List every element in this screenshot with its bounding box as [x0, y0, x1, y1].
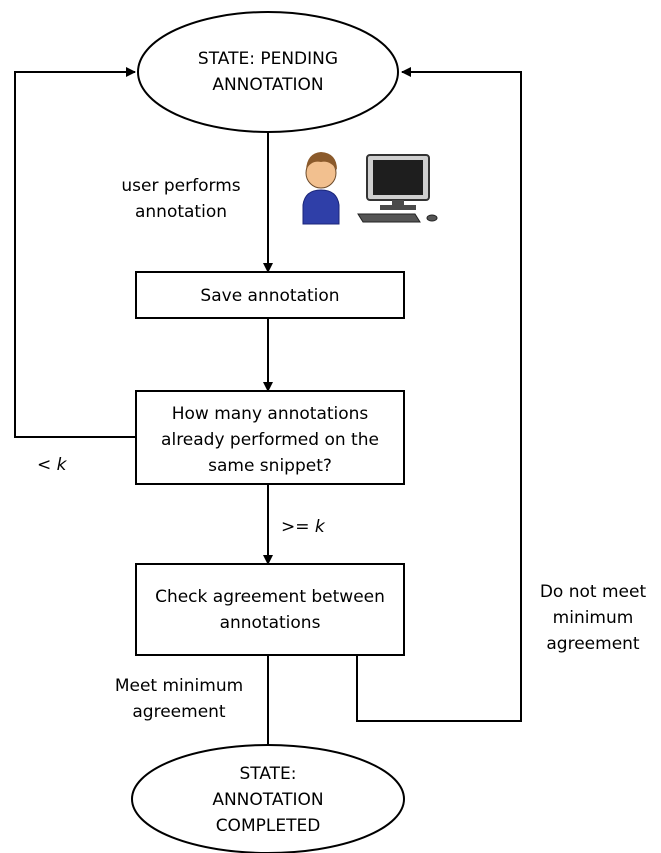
- edge-not-meet-loop: [356, 67, 522, 722]
- node-count-check: How many annotations already performed o…: [135, 390, 405, 485]
- node-state-pending-line-1: STATE: PENDING: [198, 49, 338, 69]
- node-count-check-line-3: same snippet?: [208, 456, 332, 476]
- node-state-completed-line-3: COMPLETED: [216, 816, 321, 836]
- edge-label-not-meet-line-2: minimum: [553, 608, 634, 628]
- node-count-check-line-2: already performed on the: [161, 430, 379, 450]
- edge-label-user-performs-line-1: user performs: [121, 176, 240, 196]
- edge-label-meet-min-line-1: Meet minimum: [115, 676, 243, 696]
- node-save-annotation: Save annotation: [135, 271, 405, 319]
- node-state-completed-line-1: STATE:: [239, 764, 296, 784]
- node-state-pending: STATE: PENDING ANNOTATION: [137, 11, 399, 133]
- edge-label-not-meet-line-1: Do not meet: [540, 582, 647, 602]
- computer-icon: [357, 154, 438, 223]
- edge-label-user-performs-line-2: annotation: [135, 202, 227, 222]
- node-state-pending-line-2: ANNOTATION: [212, 75, 323, 95]
- edge-label-greater-eq-k: >= k: [281, 517, 326, 537]
- node-count-check-line-1: How many annotations: [172, 404, 369, 424]
- node-save-annotation-label: Save annotation: [200, 286, 339, 306]
- edge-less-than-k-loop: [14, 67, 136, 438]
- node-check-agreement: Check agreement between annotations: [135, 563, 405, 656]
- node-state-completed-line-2: ANNOTATION: [212, 790, 323, 810]
- edge-label-less-than-k: < k: [37, 455, 68, 475]
- edge-label-not-meet-line-3: agreement: [546, 634, 640, 654]
- node-check-agreement-line-1: Check agreement between: [155, 587, 385, 607]
- edge-label-meet-min-line-2: agreement: [132, 702, 226, 722]
- user-icon: [302, 152, 340, 225]
- node-check-agreement-line-2: annotations: [220, 613, 321, 633]
- node-state-completed: STATE: ANNOTATION COMPLETED: [131, 744, 405, 853]
